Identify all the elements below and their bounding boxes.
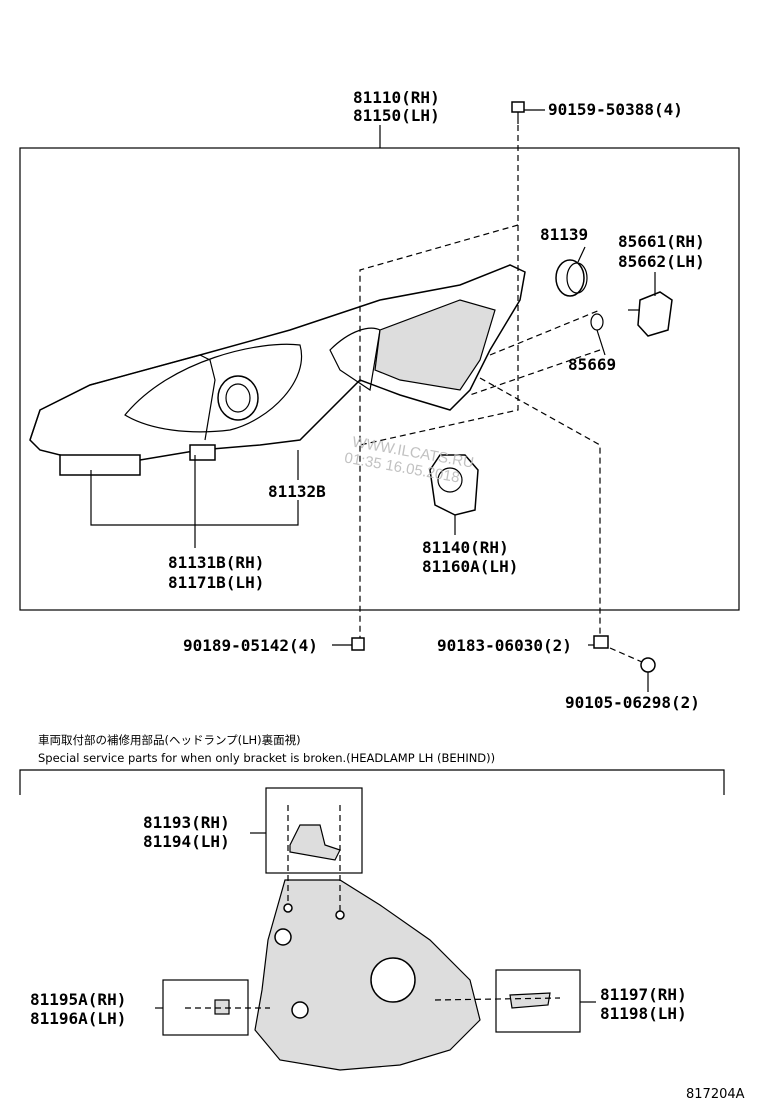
label-bracket-lh: 81171B(LH) [168,573,264,592]
right-bracket-box [495,969,581,1033]
label-85669: 85669 [568,355,616,374]
oring-85669-drawing [590,313,604,331]
label-screw-bottom-right: 90105-06298(2) [565,693,700,712]
label-top-bracket-rh: 81193(RH) [143,813,230,832]
left-bracket-drawing [214,999,230,1015]
top-bracket-box [265,787,363,874]
screw-bottom-left-icon [332,637,365,651]
label-screw-top: 90159-50388(4) [548,100,683,119]
label-projector-lh: 81160A(LH) [422,557,518,576]
top-bracket-drawing [289,824,341,861]
label-projector-rh: 81140(RH) [422,538,509,557]
right-bracket-drawing [509,992,551,1009]
ring-81139-drawing [555,259,585,297]
screw-top-icon [511,101,545,124]
watermark: WWW.ILCATS.RU 01:35 16.05.2018 [343,434,475,487]
service-note-english: Special service parts for when only brac… [38,751,495,765]
headlamp-back-drawing [254,879,481,1071]
projector-drawing [429,454,479,535]
socket-drawing [628,272,673,337]
label-left-bracket-lh: 81196A(LH) [30,1009,126,1028]
label-screw-bottom-left: 90189-05142(4) [183,636,318,655]
label-right-bracket-rh: 81197(RH) [600,985,687,1004]
headlamp-housing-drawing [29,264,526,476]
label-socket-rh: 85661(RH) [618,232,705,251]
label-socket-lh: 85662(LH) [618,252,705,271]
figure-code: 817204A [686,1087,745,1102]
service-note-japanese: 車両取付部の補修用部品(ヘッドランプ(LH)裏面視) [38,733,301,747]
label-top-bracket-lh: 81194(LH) [143,832,230,851]
label-left-bracket-rh: 81195A(RH) [30,990,126,1009]
label-right-bracket-lh: 81198(LH) [600,1004,687,1023]
lower-frame [19,769,725,795]
screw-bottom-right-icon [609,647,656,692]
label-headlamp-rh: 81110(RH) [353,88,440,107]
label-nut: 90183-06030(2) [437,636,572,655]
label-81132b: 81132B [268,482,326,501]
label-81139: 81139 [540,225,588,244]
nut-icon [588,635,609,649]
label-bracket-rh: 81131B(RH) [168,553,264,572]
label-headlamp-lh: 81150(LH) [353,106,440,125]
